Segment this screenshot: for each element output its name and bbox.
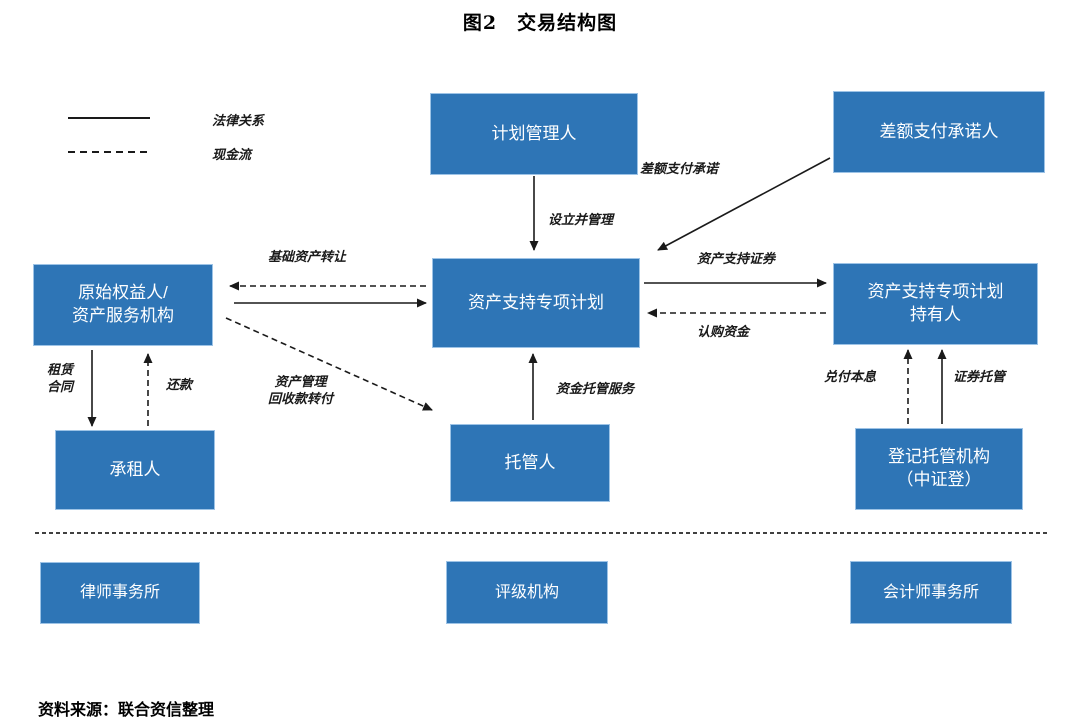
node-diff-payment-promisor: 差额支付承诺人	[833, 91, 1045, 173]
edge-label-subscription-funds: 认购资金	[697, 325, 750, 340]
edge-label-lease-line2: 合同	[47, 379, 74, 395]
node-holder-label-line1: 资产支持专项计划	[867, 282, 1004, 302]
node-law-firm-label: 律师事务所	[79, 584, 160, 602]
edge-label-lease-contract: 租赁 合同	[47, 363, 73, 397]
node-custodian: 托管人	[450, 424, 610, 502]
node-registrar-label-line2: （中证登）	[896, 470, 982, 489]
node-custodian-label: 托管人	[504, 452, 556, 472]
node-originator-label-line2: 资产服务机构	[72, 306, 174, 325]
node-registrar-label-line1: 登记托管机构	[888, 447, 990, 467]
edge-label-lease-line1: 租赁	[47, 363, 74, 378]
edge-label-recovery-line1: 资产管理	[274, 375, 327, 390]
edge-label-redeem-principal-interest: 兑付本息	[824, 370, 877, 385]
node-plan-manager-label: 计划管理人	[491, 123, 577, 143]
figure-title: 图2 交易结构图	[462, 12, 618, 34]
edge-label-diff-payment-promise: 差额支付承诺	[640, 162, 719, 177]
node-accounting-firm: 会计师事务所	[850, 561, 1012, 624]
edge-label-fund-custody: 资金托管服务	[556, 382, 635, 397]
legend-dashed-label: 现金流	[212, 148, 252, 163]
node-holder-label-line2: 持有人	[910, 305, 961, 324]
data-source-note: 资料来源：联合资信整理	[38, 700, 215, 719]
edge-label-recovery-transfer: 资产管理 回收款转付	[268, 375, 333, 409]
node-rating-agency: 评级机构	[446, 561, 608, 624]
node-accounting-firm-label: 会计师事务所	[882, 583, 979, 601]
edge-label-repayment: 还款	[166, 378, 193, 393]
node-registrar: 登记托管机构 （中证登）	[855, 428, 1023, 510]
edge-label-abs-securities: 资产支持证券	[697, 252, 776, 267]
node-originator: 原始权益人/ 资产服务机构	[33, 264, 213, 346]
node-plan-manager: 计划管理人	[430, 93, 638, 175]
node-lessee: 承租人	[55, 430, 215, 510]
node-originator-label-line1: 原始权益人/	[78, 283, 168, 303]
node-diff-payment-promisor-label: 差额支付承诺人	[879, 121, 999, 141]
node-spv-label: 资产支持专项计划	[468, 292, 604, 312]
node-rating-agency-label: 评级机构	[494, 583, 559, 601]
legend-solid-label: 法律关系	[212, 114, 265, 129]
node-law-firm: 律师事务所	[40, 562, 200, 624]
edge-label-setup-manage: 设立并管理	[548, 213, 614, 228]
edge-label-securities-custody: 证券托管	[953, 370, 1006, 385]
node-lessee-label: 承租人	[109, 459, 161, 479]
edge-label-asset-transfer: 基础资产转让	[268, 250, 347, 265]
node-holder: 资产支持专项计划 持有人	[833, 263, 1038, 345]
edge-label-recovery-line2: 回收款转付	[268, 391, 334, 407]
node-spv: 资产支持专项计划	[432, 258, 640, 348]
